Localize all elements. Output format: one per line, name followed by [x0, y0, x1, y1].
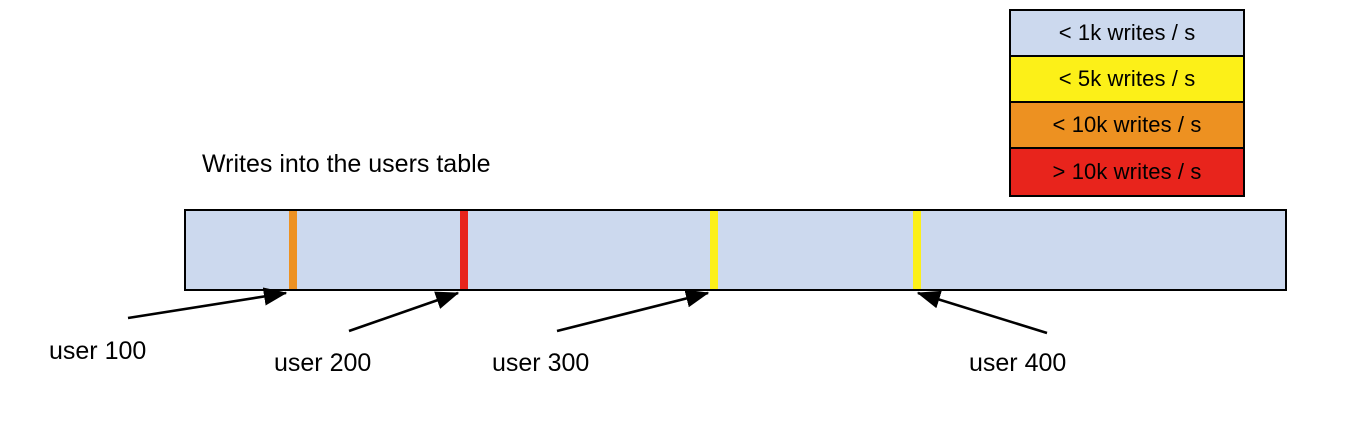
write-rate-legend: < 1k writes / s < 5k writes / s < 10k wr…: [1009, 9, 1245, 197]
arrow-user-100: [127, 287, 288, 320]
legend-row-under-5k: < 5k writes / s: [1011, 57, 1243, 103]
callout-label-user-200: user 200: [274, 349, 372, 377]
legend-label-over-10k: > 10k writes / s: [1052, 159, 1202, 184]
legend-row-under-1k: < 1k writes / s: [1011, 11, 1243, 57]
legend-label-under-5k: < 5k writes / s: [1058, 66, 1196, 91]
users-table-bar: [184, 209, 1287, 291]
user-200-stripe: [460, 211, 468, 289]
arrow-user-400: [916, 290, 1048, 335]
chart-title: Writes into the users table: [202, 150, 491, 178]
arrow-user-300: [556, 289, 710, 333]
legend-label-under-1k: < 1k writes / s: [1058, 20, 1196, 45]
legend-row-over-10k: > 10k writes / s: [1011, 149, 1243, 195]
callout-label-user-300: user 300: [492, 349, 590, 377]
callout-label-user-100: user 100: [49, 337, 147, 365]
user-100-stripe: [289, 211, 297, 289]
user-400-stripe: [913, 211, 921, 289]
user-300-stripe: [710, 211, 718, 289]
callout-label-user-400: user 400: [969, 349, 1067, 377]
legend-label-under-10k: < 10k writes / s: [1052, 112, 1202, 137]
arrow-user-200: [348, 291, 460, 333]
legend-row-under-10k: < 10k writes / s: [1011, 103, 1243, 149]
